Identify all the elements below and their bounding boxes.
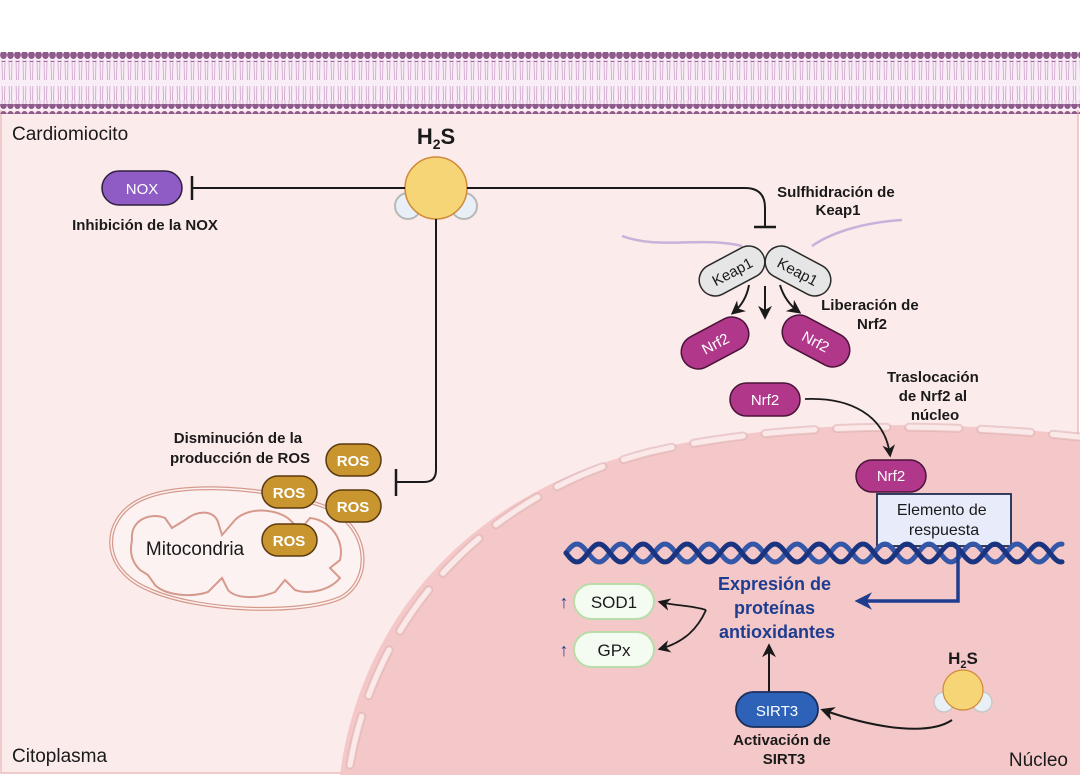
nrf2-released-right: Nrf2: [781, 314, 851, 368]
svg-text:Elemento de respuesta: Elemento de respuesta: [897, 502, 991, 539]
translocation-arrow: [804, 398, 895, 458]
gpx-arrow: [657, 609, 707, 653]
ros-1: ROS: [325, 443, 382, 477]
svg-text:SIRT3: SIRT3: [756, 703, 798, 720]
svg-text:NOX: NOX: [126, 181, 159, 198]
h2s-nucleus-icon: [933, 669, 993, 713]
sod1-up-arrow: ↑: [560, 592, 569, 612]
nox-inhibition-label: Inhibición de la NOX: [72, 217, 218, 234]
release-arrow-right: [779, 284, 802, 314]
response-element-box: Elemento de respuesta: [876, 493, 1012, 547]
gpx-up-arrow: ↑: [560, 640, 569, 660]
svg-text:SOD1: SOD1: [591, 593, 637, 612]
dna-strand: [563, 541, 1065, 565]
sirt3-activation-label: Activación de SIRT3: [733, 732, 835, 768]
h2s-sirt3-arrow: [820, 707, 953, 730]
svg-text:ROS: ROS: [273, 485, 306, 502]
nucleus-label: Núcleo: [1009, 750, 1068, 771]
nox-protein: NOX: [101, 170, 183, 206]
antioxidant-expression-label: Expresión de proteínas antioxidantes: [718, 574, 836, 642]
cell-membrane: [0, 52, 1080, 114]
svg-text:Mitocondria: Mitocondria: [146, 539, 245, 560]
keap1-inhibition-line: [467, 187, 766, 226]
h2s-main-label: H2S: [417, 124, 455, 152]
cell-label: Cardiomiocito: [12, 124, 128, 145]
ros-4: ROS: [261, 523, 318, 557]
svg-text:ROS: ROS: [337, 453, 370, 470]
dna-helix: [563, 541, 1065, 565]
nrf2-nucleus: Nrf2: [855, 459, 927, 493]
keap1-sulfhydration-label: Sulfhidración de Keap1: [777, 184, 899, 219]
ros-2: ROS: [261, 475, 318, 509]
expression-arrow: [854, 546, 960, 610]
svg-text:ROS: ROS: [337, 499, 370, 516]
nrf2-cytoplasm: Nrf2: [729, 382, 801, 417]
svg-text:Nrf2: Nrf2: [751, 392, 779, 409]
sirt3-protein: SIRT3: [735, 691, 819, 728]
ros-3: ROS: [325, 489, 382, 523]
h2s-nucleus-label: H2S: [948, 649, 978, 671]
nrf2-release-label: Liberación de Nrf2: [821, 297, 923, 333]
keap1-strand-left: [621, 234, 743, 248]
svg-text:Nrf2: Nrf2: [877, 468, 905, 485]
ros-decrease-label: Disminución de la producción de ROS: [170, 430, 310, 467]
gpx-protein: GPx: [573, 631, 655, 668]
ros-inhibition-line: [397, 219, 437, 483]
svg-text:GPx: GPx: [597, 641, 631, 660]
nrf2-released-left: Nrf2: [680, 316, 750, 370]
nrf2-translocation-label: Traslocación de Nrf2 al núcleo: [887, 369, 983, 424]
sod1-protein: SOD1: [573, 583, 655, 620]
svg-text:ROS: ROS: [273, 533, 306, 550]
dna-strand: [563, 541, 1065, 565]
cytoplasm-label: Citoplasma: [12, 746, 107, 767]
keap1-strand-right: [811, 218, 903, 248]
mitochondria: Mitocondria: [109, 486, 365, 611]
sod1-arrow: [657, 598, 707, 611]
release-arrow-left: [730, 284, 750, 315]
